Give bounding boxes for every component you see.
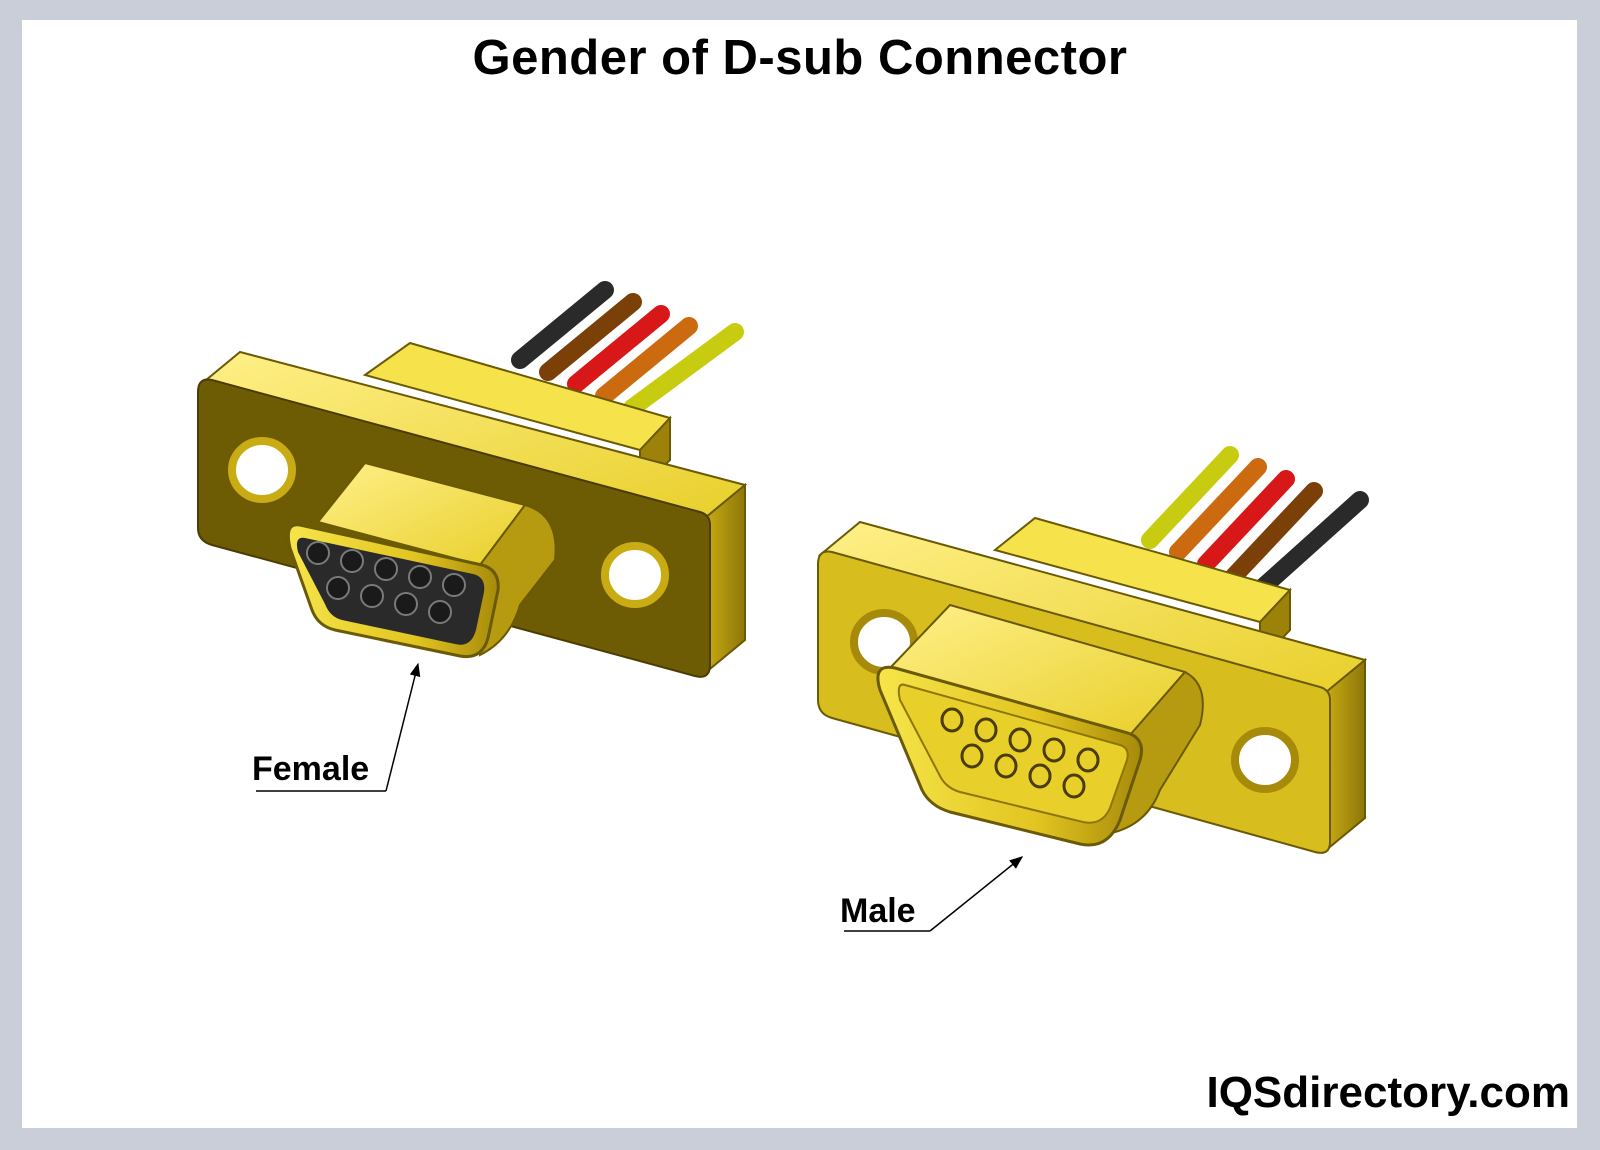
wire-black	[1253, 491, 1369, 597]
wire-brown	[539, 293, 642, 381]
socket	[442, 573, 466, 597]
socket	[326, 576, 350, 600]
socket	[408, 565, 432, 589]
wire-red	[1197, 470, 1295, 573]
male-callout	[844, 856, 1024, 932]
pin	[1042, 737, 1066, 763]
watermark: IQSdirectory.com	[1206, 1068, 1570, 1117]
mounting-hole-right	[1231, 727, 1299, 793]
shell-side	[479, 503, 557, 657]
pin	[940, 707, 964, 733]
wire-yellow	[623, 323, 744, 417]
pin	[1062, 773, 1086, 799]
female-label: Female	[252, 750, 370, 788]
socket	[428, 600, 452, 624]
female-arrow	[385, 662, 421, 792]
pin	[994, 753, 1018, 779]
pin	[1008, 727, 1032, 753]
female-sockets	[306, 541, 466, 624]
pin	[960, 743, 984, 769]
socket	[394, 592, 418, 616]
female-connector	[197, 281, 748, 678]
mounting-hole-right	[601, 542, 669, 608]
wire-yellow	[1141, 446, 1239, 549]
wire-orange	[1169, 458, 1267, 561]
female-wires	[511, 281, 744, 417]
wire-brown	[1225, 482, 1323, 585]
female-callout	[256, 662, 421, 792]
socket	[374, 557, 398, 581]
male-pins	[940, 707, 1100, 799]
male-connector	[817, 446, 1369, 854]
wire-orange	[595, 317, 698, 405]
socket	[340, 549, 364, 573]
diagram-panel	[22, 20, 1577, 1128]
pin	[1028, 763, 1052, 789]
male-wires	[1141, 446, 1369, 597]
male-arrow	[929, 856, 1024, 932]
male-label: Male	[840, 892, 916, 930]
wire-black	[511, 281, 614, 369]
pin	[1076, 747, 1100, 773]
pin	[974, 717, 998, 743]
wire-red	[567, 305, 670, 393]
socket	[306, 541, 330, 565]
page-title: Gender of D-sub Connector	[472, 31, 1128, 85]
socket	[360, 584, 384, 608]
mounting-hole-left	[228, 437, 296, 503]
